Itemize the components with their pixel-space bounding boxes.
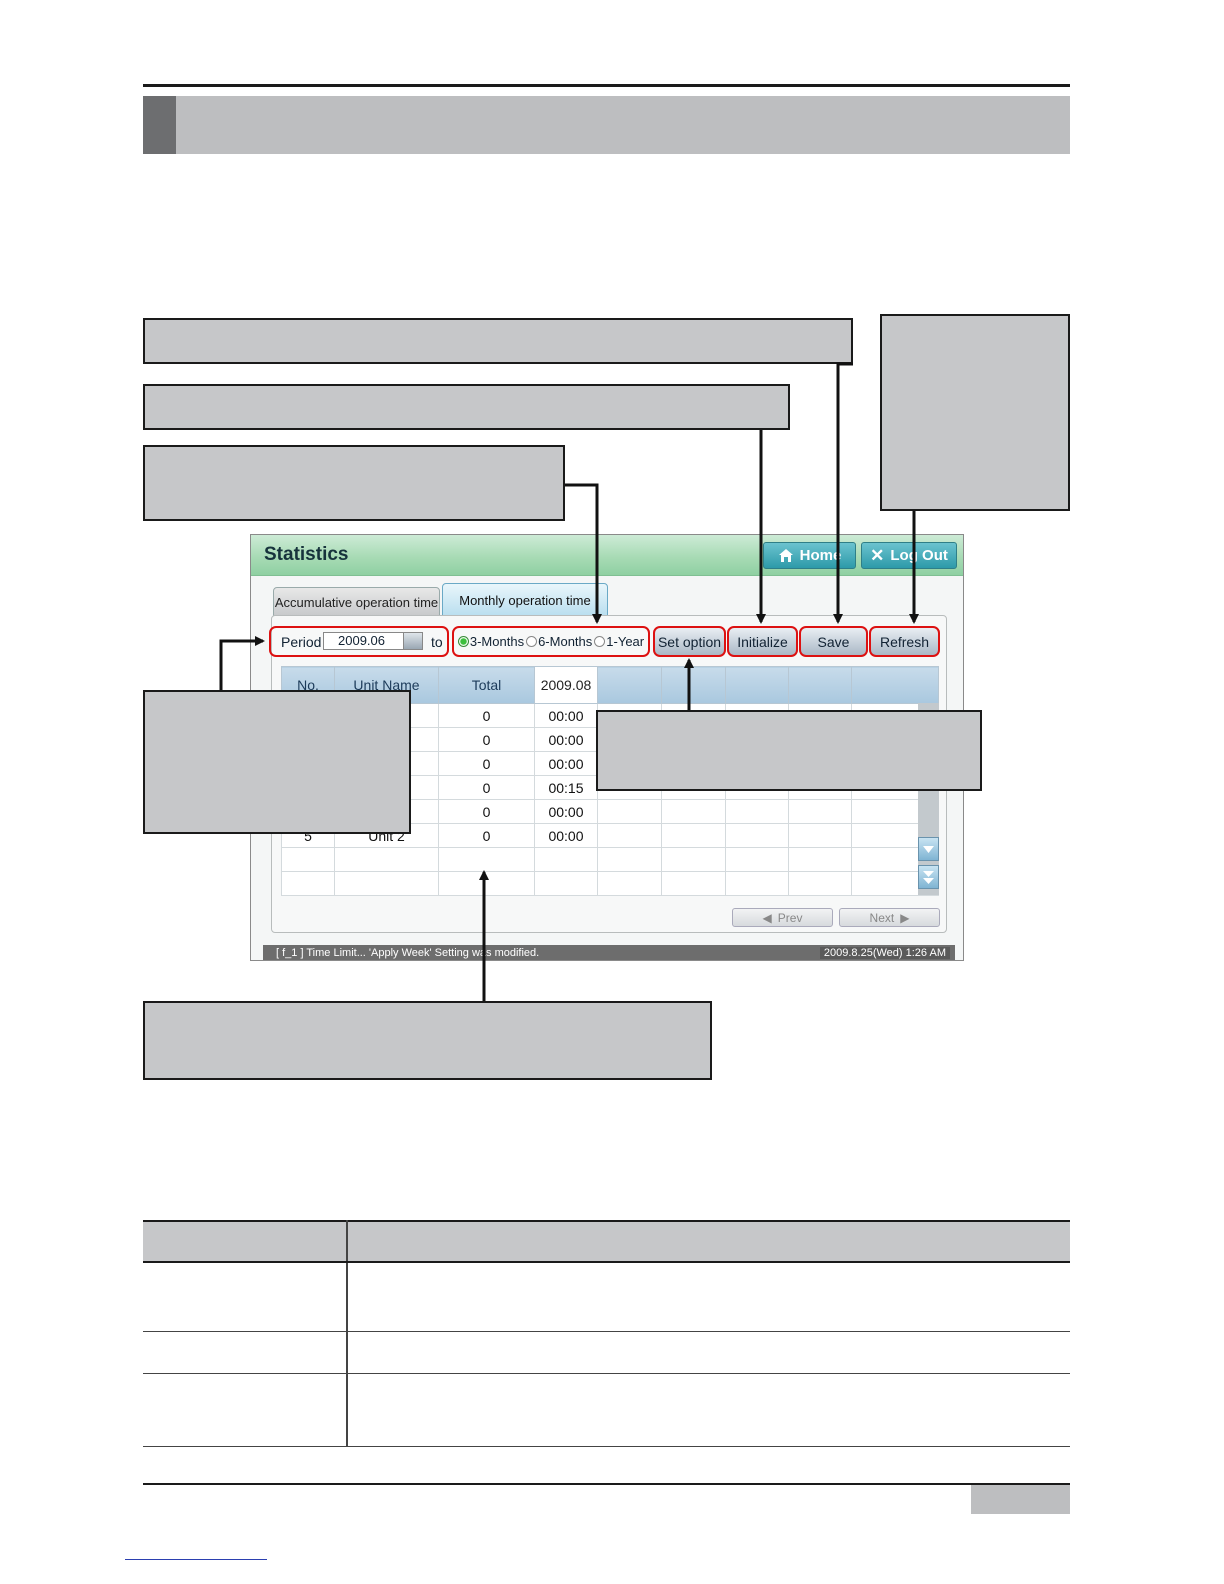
callout-refresh [880,314,1070,511]
logout-label: Log Out [890,547,948,564]
prev-button[interactable]: ◀ Prev [732,908,833,927]
next-button[interactable]: Next ▶ [839,908,940,927]
scroll-down-button[interactable] [918,837,939,861]
range-label-3m: 3-Months [469,634,525,649]
description-row [143,1373,1070,1447]
period-input[interactable]: 2009.06 [323,632,423,650]
prev-label: Prev [777,910,803,925]
col-total[interactable]: Total [438,666,535,704]
to-label: to [431,634,443,650]
double-chevron-down-icon [923,871,934,884]
col-empty [851,666,939,704]
callout-period [143,690,411,834]
arrow-save [833,362,853,624]
set-option-button[interactable]: Set option [653,626,726,657]
range-group: 3-Months 6-Months 1-Year [452,626,650,657]
screen-title: Statistics [264,544,349,565]
arrow-range [565,483,602,624]
cell-month: 00:15 [534,775,598,800]
screen-header: Statistics Home ✕ Log Out [251,535,963,576]
save-button[interactable]: Save [799,626,868,657]
callout-set-option [596,710,982,791]
section-title-bar [143,96,1070,154]
cell-total [438,847,535,872]
description-header [143,1220,1070,1263]
close-icon: ✕ [870,545,885,565]
chevron-left-icon: ◀ [762,910,772,925]
initialize-button[interactable]: Initialize [727,626,798,657]
col-empty [661,666,726,704]
footer-link-underline[interactable] [125,1559,267,1560]
bottom-rule [143,1483,1070,1485]
cell-no [281,871,335,896]
col-empty [597,666,662,704]
cell-unit [334,871,439,896]
calendar-icon[interactable] [403,633,422,649]
cell-month: 00:00 [534,823,598,848]
status-bar: [ f_1 ] Time Limit... 'Apply Week' Setti… [263,945,955,960]
cell-unit [334,847,439,872]
callout-initialize [143,384,790,430]
cell-month [534,847,598,872]
description-header-item [143,1220,348,1263]
callout-range [143,445,565,521]
tab-accumulative-label: Accumulative operation time [274,594,439,610]
table-header: No. Unit Name Total 2009.08 [281,666,939,704]
tab-monthly-label: Monthly operation time [459,592,591,608]
scroll-bottom-button[interactable] [918,865,939,889]
next-label: Next [869,910,895,925]
cell-total: 0 [438,799,535,824]
cell-month: 00:00 [534,703,598,728]
page-number-tab [971,1485,1070,1514]
cell-total: 0 [438,751,535,776]
description-header-desc [347,1220,1070,1263]
cell-total: 0 [438,703,535,728]
top-rule [143,84,1070,87]
arrow-period [219,636,265,690]
description-row [143,1331,1070,1374]
range-option-6m[interactable]: 6-Months [526,634,592,649]
radio-icon [594,636,606,647]
cell-no [281,847,335,872]
cell-total: 0 [438,823,535,848]
chevron-down-icon [923,846,934,853]
range-option-3m[interactable]: 3-Months [457,634,525,649]
home-icon [778,549,793,562]
range-label-6m: 6-Months [538,634,593,649]
status-time: 2009.8.25(Wed) 1:26 AM [819,947,950,959]
cell-total: 0 [438,727,535,752]
tab-monthly[interactable]: Monthly operation time [442,583,608,617]
logout-button[interactable]: ✕ Log Out [861,542,957,569]
cell-month [534,871,598,896]
section-marker [143,96,176,154]
table-row[interactable] [281,847,939,872]
cell-month: 00:00 [534,751,598,776]
radio-selected-icon [457,636,469,647]
period-group: Period 2009.06 to [269,626,449,657]
col-empty [788,666,852,704]
chevron-right-icon: ▶ [900,910,910,925]
callout-table [143,1001,712,1080]
description-row [143,1262,1070,1332]
period-label: Period [281,634,322,650]
range-label-1y: 1-Year [606,634,645,649]
radio-icon [526,636,538,647]
status-message: [ f_1 ] Time Limit... 'Apply Week' Setti… [276,947,540,959]
description-table [143,1220,1070,1447]
home-button[interactable]: Home [763,542,856,569]
callout-save [143,318,853,364]
refresh-button[interactable]: Refresh [869,626,940,657]
cell-month: 00:00 [534,799,598,824]
home-label: Home [799,547,842,564]
range-option-1y[interactable]: 1-Year [594,634,644,649]
